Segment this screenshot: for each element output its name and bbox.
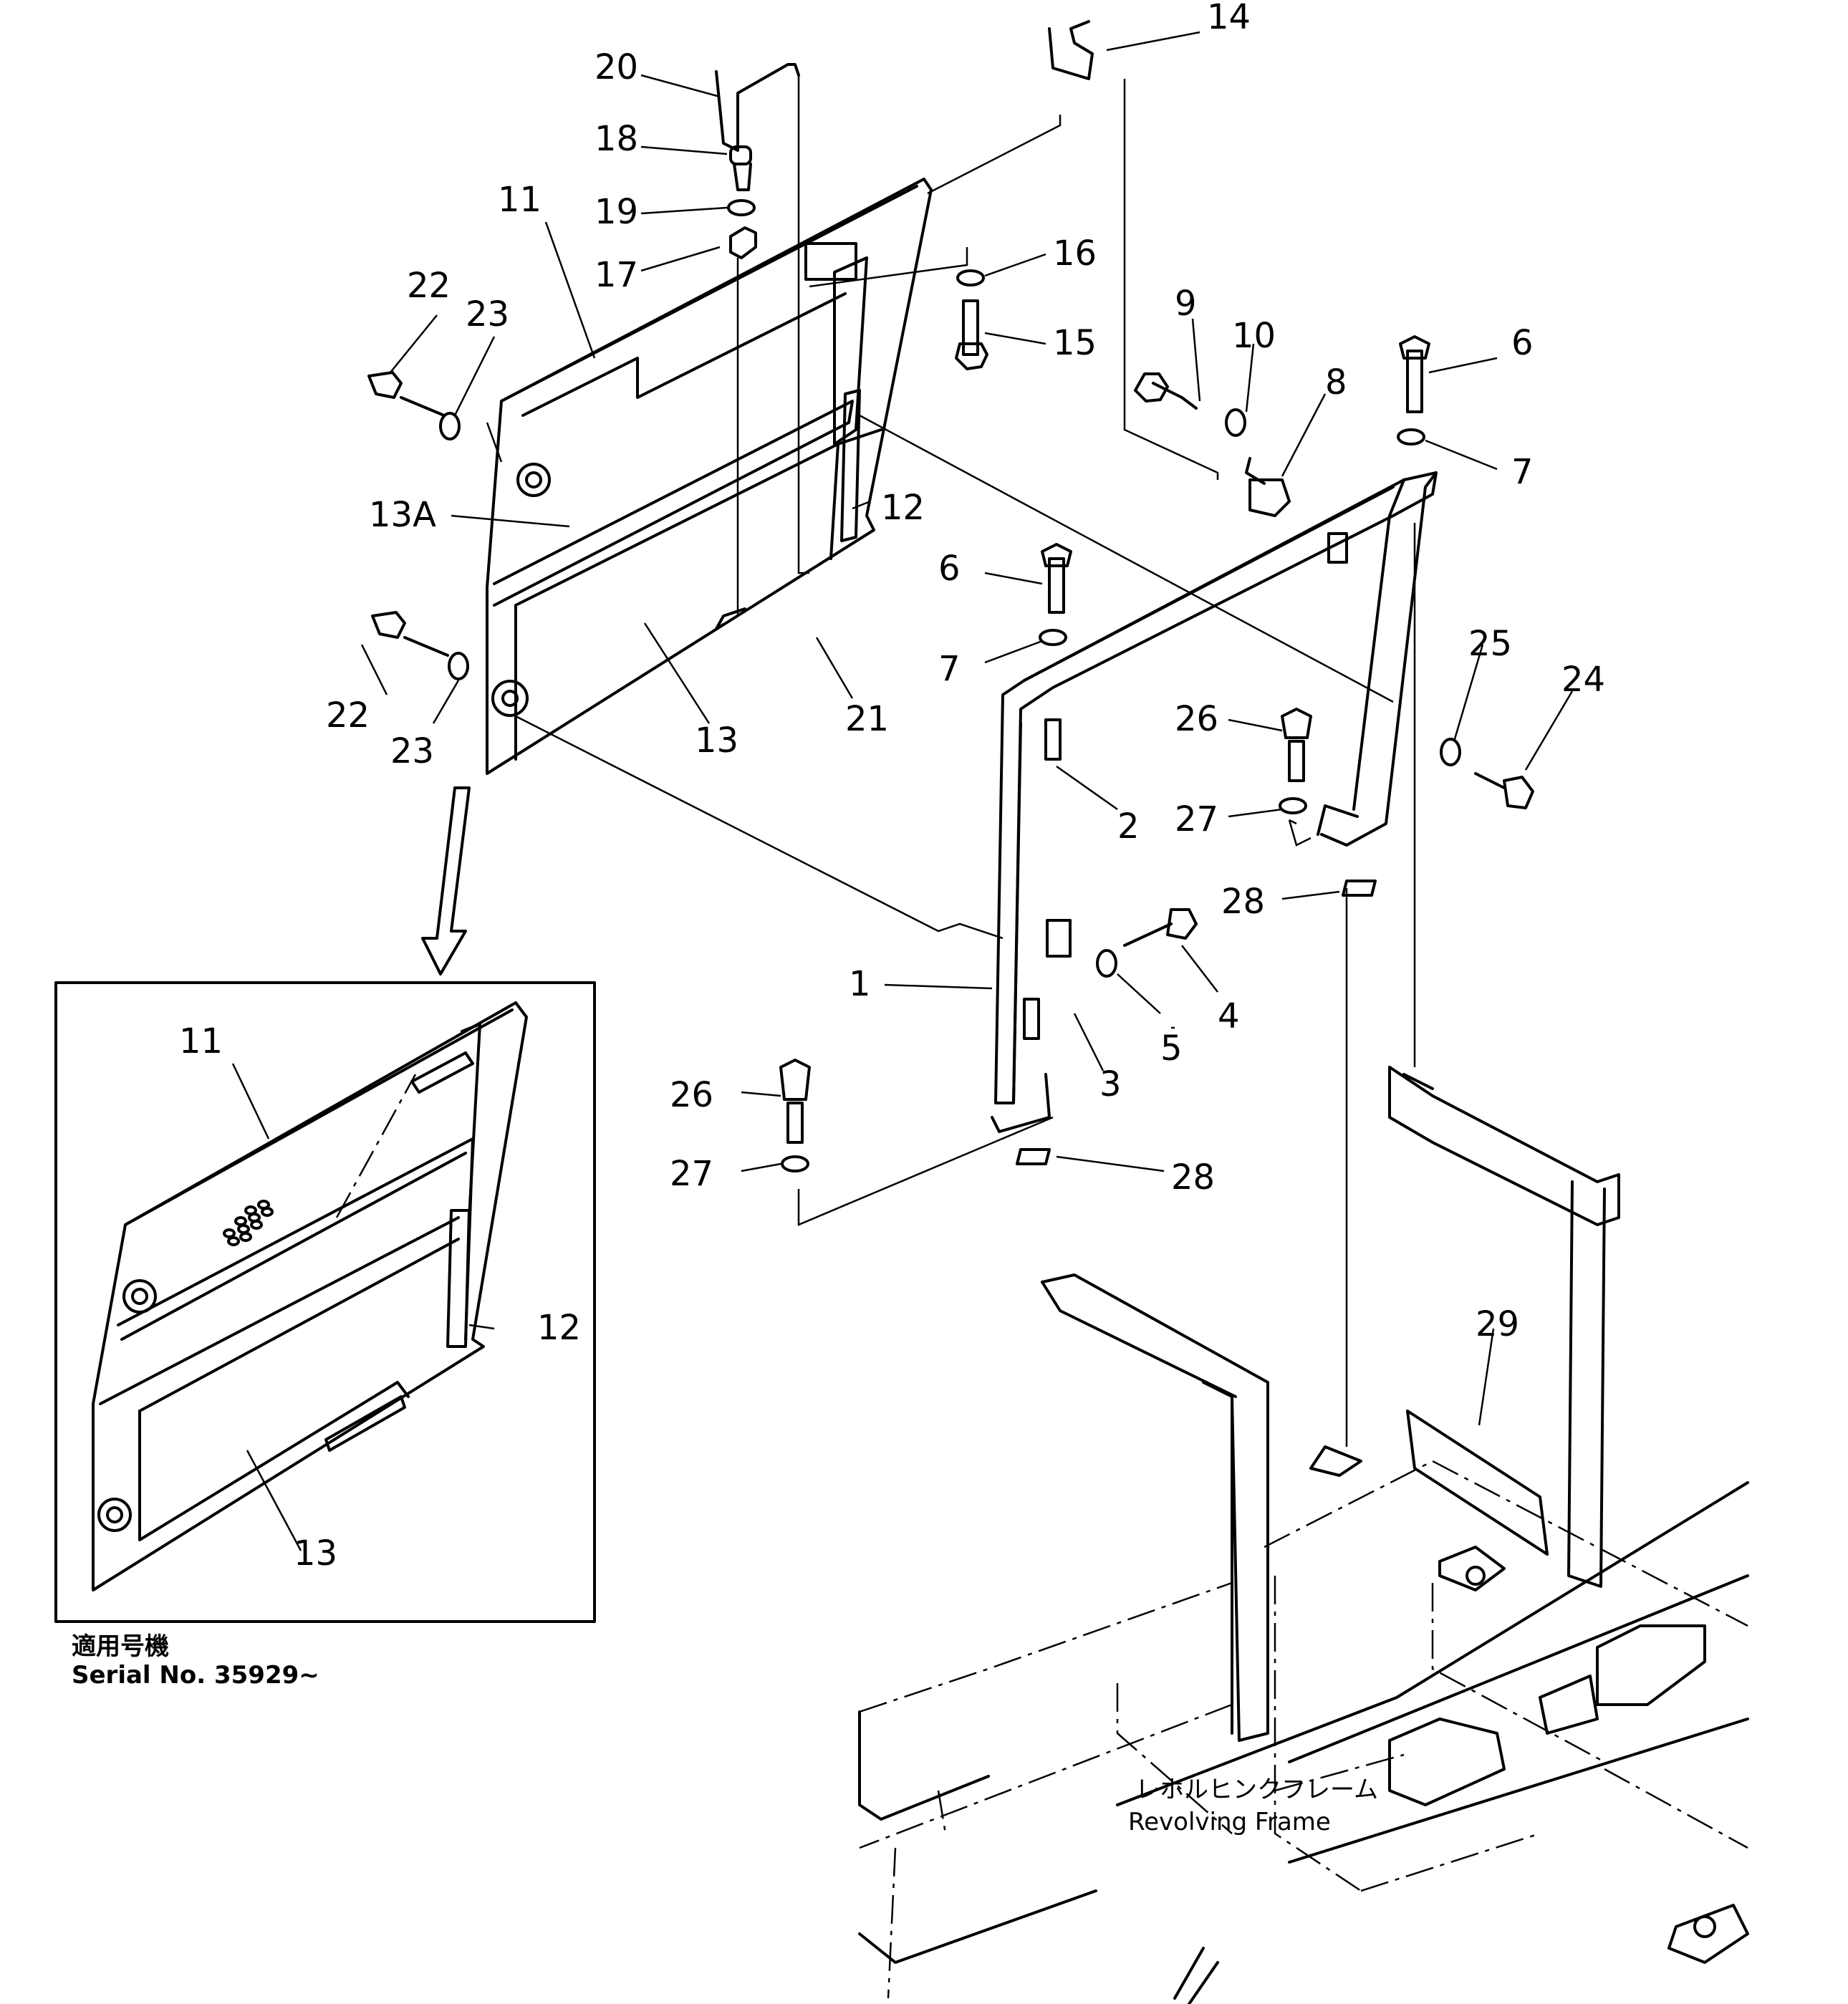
inset-callout-13: 13 [294, 1533, 337, 1574]
callout-16: 16 [1053, 233, 1097, 274]
callout-11: 11 [498, 180, 542, 220]
callout-23a: 23 [466, 294, 509, 334]
callout-18: 18 [595, 119, 638, 159]
callout-23b: 23 [390, 731, 434, 771]
door-panel [486, 178, 933, 775]
detail-inset [54, 786, 596, 1623]
revolving-frame-jp: レホルヒンクフレーム [1135, 1776, 1378, 1804]
callout-13: 13 [695, 721, 738, 761]
callout-5: 5 [1160, 1029, 1183, 1069]
callout-7a: 7 [1511, 452, 1534, 492]
callout-26b: 26 [670, 1075, 713, 1115]
callout-26a: 26 [1175, 699, 1218, 739]
callout-7b: 7 [938, 649, 961, 689]
revolving-frame-label: Revolving Frame [1128, 1808, 1331, 1836]
callout-12: 12 [881, 488, 925, 528]
callout-6b: 6 [938, 549, 961, 589]
callout-13a: 13A [369, 495, 436, 535]
callout-4: 4 [1218, 996, 1240, 1036]
callout-labels: 14 20 18 19 17 11 16 15 22 23 13A 12 22 … [179, 0, 1605, 1574]
revolving-frame [858, 1066, 1749, 2004]
callout-25: 25 [1468, 624, 1512, 664]
vent-holes [223, 1200, 274, 1246]
callout-14: 14 [1207, 0, 1251, 37]
callout-22b: 22 [326, 695, 370, 736]
applicable-serial-jp: 適用号機 [72, 1632, 169, 1661]
callout-27b: 27 [670, 1154, 713, 1194]
callout-8: 8 [1325, 362, 1347, 403]
applicable-serial-no: Serial No. 35929~ [72, 1661, 319, 1690]
callout-1: 1 [849, 964, 871, 1004]
callout-2: 2 [1117, 806, 1140, 847]
callout-3: 3 [1099, 1064, 1122, 1104]
leader-lines [486, 75, 1416, 1447]
callout-15: 15 [1053, 323, 1097, 363]
callout-10: 10 [1232, 316, 1276, 356]
callout-24: 24 [1561, 660, 1605, 700]
callout-6a: 6 [1511, 323, 1534, 363]
callout-19: 19 [595, 192, 638, 232]
callout-21: 21 [845, 699, 889, 739]
inset-callout-12: 12 [537, 1308, 581, 1348]
callout-27a: 27 [1175, 799, 1218, 839]
callout-17: 17 [595, 255, 638, 295]
hardware [367, 20, 1534, 1172]
callout-9: 9 [1175, 284, 1197, 324]
callout-29: 29 [1476, 1304, 1519, 1344]
inset-callout-11: 11 [179, 1021, 223, 1061]
gate-frame [991, 471, 1438, 1133]
callout-leaders [360, 31, 1574, 1426]
callout-20: 20 [595, 47, 638, 87]
callout-28a: 28 [1221, 882, 1265, 922]
callout-28b: 28 [1171, 1157, 1215, 1198]
callout-22a: 22 [407, 266, 451, 306]
